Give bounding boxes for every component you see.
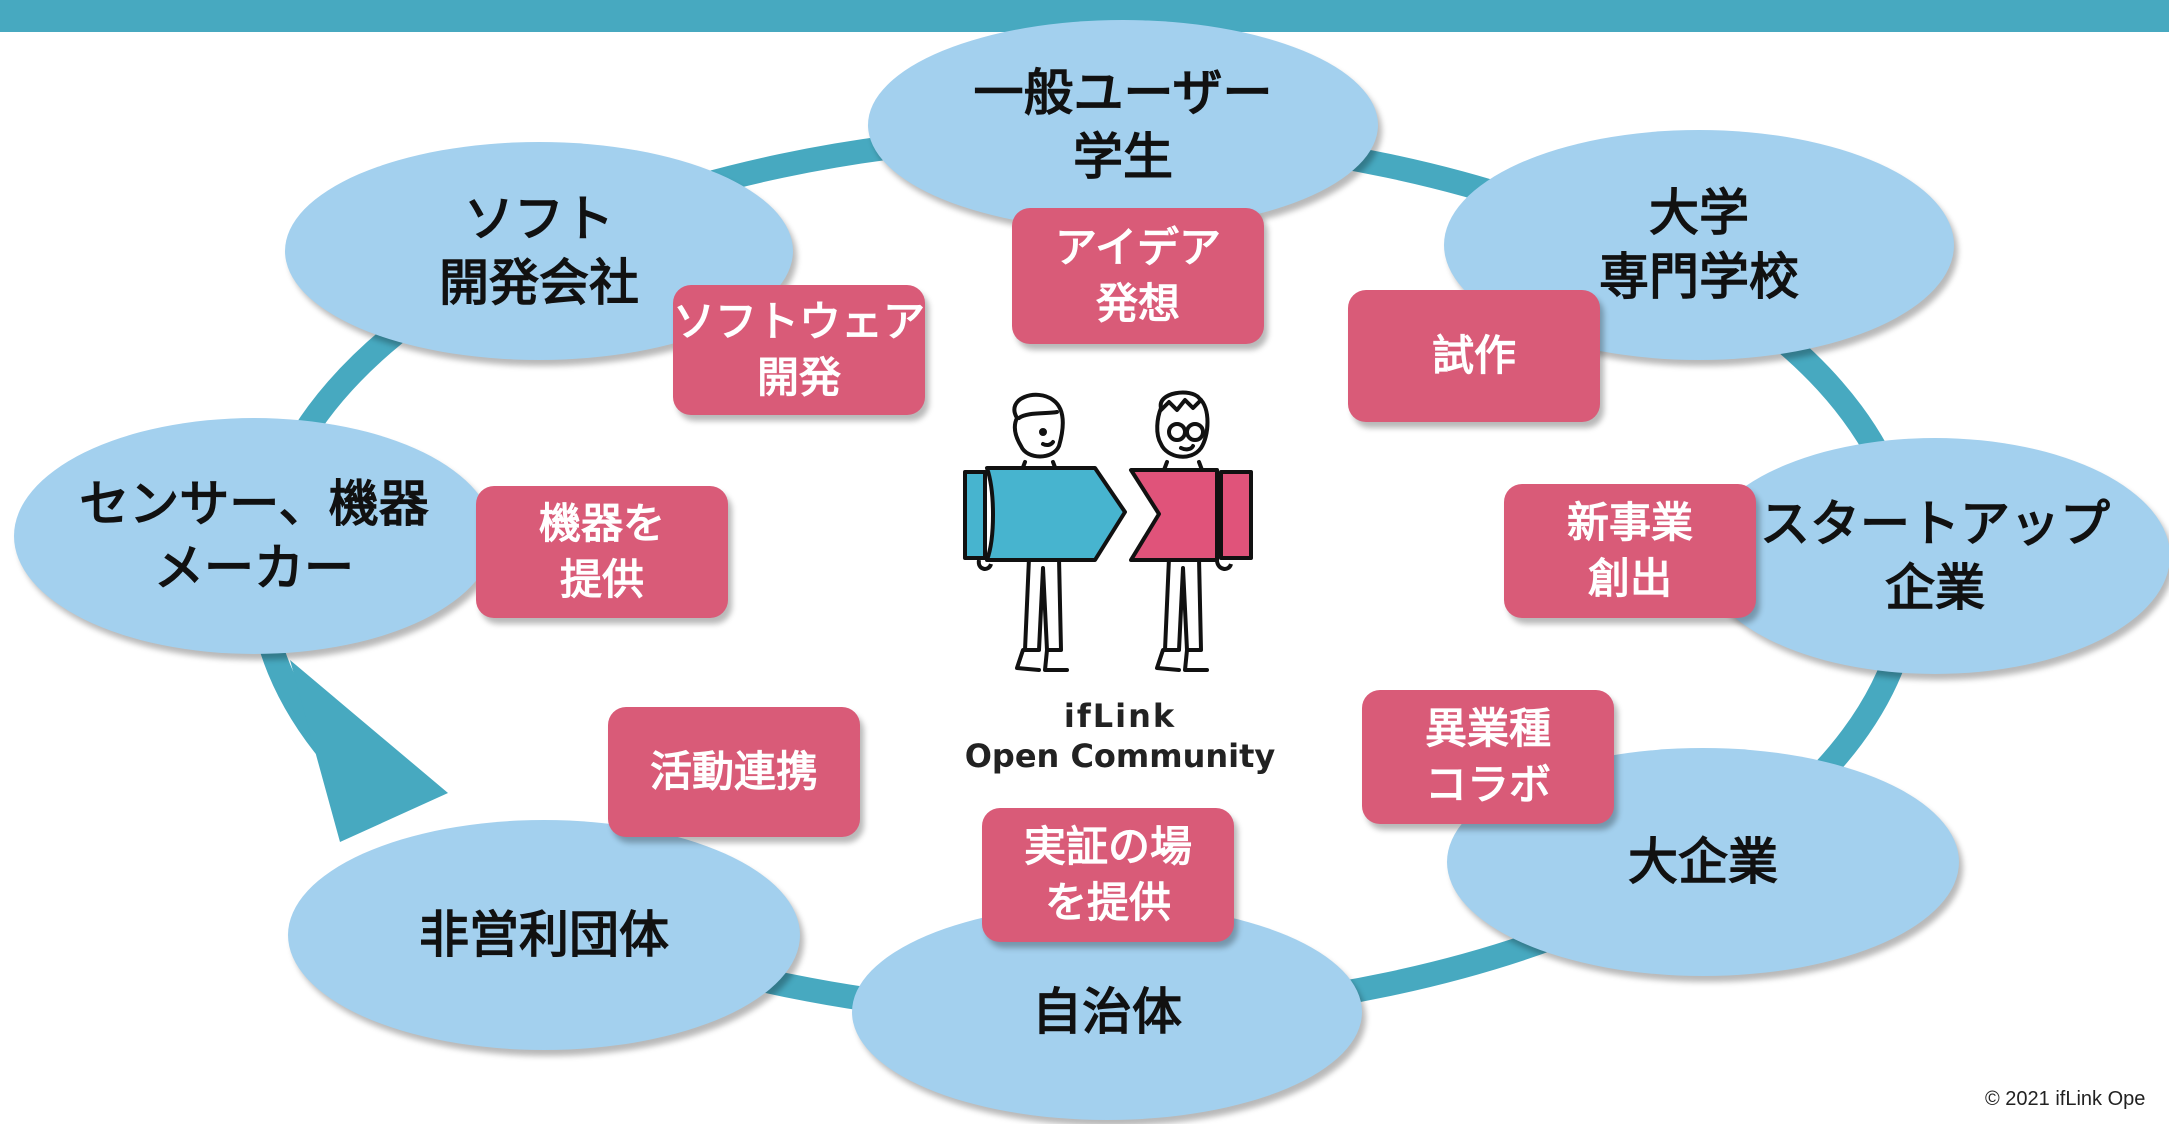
- tag-idea: アイデア 発想: [1012, 208, 1264, 344]
- node-general-users-line1: 一般ユーザー: [973, 64, 1273, 122]
- node-general-users: 一般ユーザー 学生: [868, 20, 1378, 230]
- tag-field-line1: 実証の場: [1023, 822, 1192, 871]
- node-university-line1: 大学: [1649, 184, 1749, 242]
- tag-prototype-line1: 試作: [1431, 331, 1516, 380]
- node-software-company-line1: ソフト: [464, 190, 614, 248]
- node-nonprofit-line1: 非営利団体: [419, 906, 669, 964]
- node-university-line2: 専門学校: [1599, 248, 1799, 306]
- person-left: [1012, 392, 1069, 672]
- node-sensor-maker: センサー、機器 メーカー: [14, 418, 494, 654]
- tag-collab: 異業種 コラボ: [1362, 690, 1614, 824]
- tag-field-line2: を提供: [1044, 878, 1171, 927]
- cyan-arrow-block: [963, 466, 1127, 562]
- pink-arrow-block: [1129, 468, 1253, 562]
- tag-idea-line2: 発想: [1095, 279, 1180, 328]
- node-startup-line2: 企業: [1885, 559, 1985, 617]
- node-software-company-line2: 開発会社: [439, 254, 639, 312]
- tag-new-business: 新事業 創出: [1504, 484, 1756, 618]
- logo-line1: ifLink: [1063, 697, 1177, 735]
- tag-software-dev: ソフトウェア 開発: [673, 285, 925, 415]
- tag-collab-line2: コラボ: [1424, 760, 1551, 809]
- node-municipality-line1: 自治体: [1032, 983, 1182, 1041]
- right-hand: [1215, 559, 1233, 571]
- tag-prototype: 試作: [1348, 290, 1600, 422]
- tag-software-dev-line1: ソフトウェア: [673, 297, 926, 346]
- node-large-company-line1: 大企業: [1628, 833, 1778, 891]
- copyright-text: © 2021 ifLink Ope: [1985, 1088, 2146, 1110]
- node-nonprofit: 非営利団体: [288, 820, 800, 1050]
- node-sensor-maker-line2: メーカー: [154, 539, 354, 597]
- tag-devices-line2: 提供: [559, 555, 644, 604]
- tag-collab-line1: 異業種: [1424, 704, 1551, 753]
- node-sensor-maker-line1: センサー、機器: [79, 475, 429, 533]
- tag-field: 実証の場 を提供: [982, 808, 1234, 942]
- tag-new-business-line2: 創出: [1587, 554, 1672, 603]
- logo-wordmark: ifLink Open Community: [930, 696, 1310, 776]
- tag-activity-line1: 活動連携: [649, 747, 818, 796]
- tag-activity: 活動連携: [608, 707, 860, 837]
- tag-devices-line1: 機器を: [538, 499, 665, 548]
- tag-idea-line1: アイデア: [1055, 223, 1221, 272]
- left-hand: [976, 559, 993, 571]
- logo-line2: Open Community: [964, 737, 1276, 775]
- community-illustration: [963, 390, 1253, 672]
- tag-new-business-line1: 新事業: [1566, 498, 1693, 547]
- node-general-users-line2: 学生: [1073, 128, 1173, 186]
- tag-software-dev-line2: 開発: [756, 353, 841, 402]
- tag-devices: 機器を 提供: [476, 486, 728, 618]
- node-startup: スタートアップ 企業: [1700, 438, 2169, 674]
- cycle-arrowhead: [290, 660, 448, 842]
- node-startup-line1: スタートアップ: [1760, 495, 2110, 553]
